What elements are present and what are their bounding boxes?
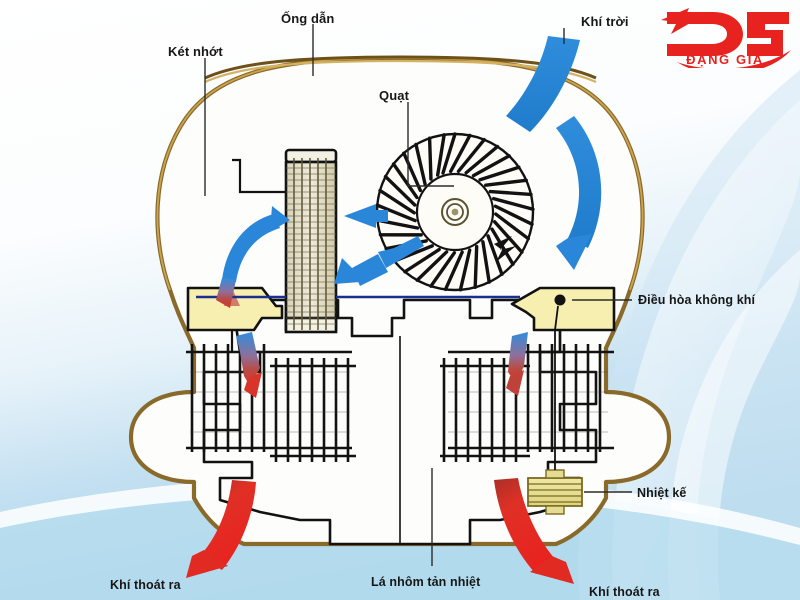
label-ket-nhot: Két nhớt [168,44,223,59]
dang-gia-logo[interactable]: ĐẶNG GIA [655,4,795,68]
logo-wordmark: ĐẶNG GIA [686,52,764,67]
label-nhiet-ke: Nhiệt kế [637,486,687,500]
fin-flow-arrow-left [236,332,262,398]
fin-flow-arrow-right [506,332,528,396]
exhaust-arrow-left [186,480,256,578]
label-quat: Quạt [379,88,410,103]
deflector-right [510,286,616,332]
logo-mark [661,8,789,56]
thermometer [527,305,583,515]
label-dieu-hoa-khong-khi: Điều hòa không khí [638,293,756,307]
cooling-fins-right [440,344,614,462]
label-la-nhom-tan-nhiet: Lá nhôm tản nhiệt [371,575,481,589]
leader-lines [204,24,632,566]
label-khi-thoat-ra-right: Khí thoát ra [589,585,660,599]
air-intake-arrows [506,36,602,270]
label-khi-troi: Khí trời [581,14,629,29]
airflow-arrows-to-cooler [334,204,424,286]
exhaust-arrow-right [494,478,574,584]
label-ong-dan: Ống dẫn [281,11,335,26]
fan-blades [375,132,535,292]
fan [375,132,535,292]
label-khi-thoat-ra-left: Khí thoát ra [110,578,181,592]
cooling-fins-left [186,344,356,462]
oil-cooler [232,148,338,334]
airflow-arrow-left-curve [216,206,290,308]
